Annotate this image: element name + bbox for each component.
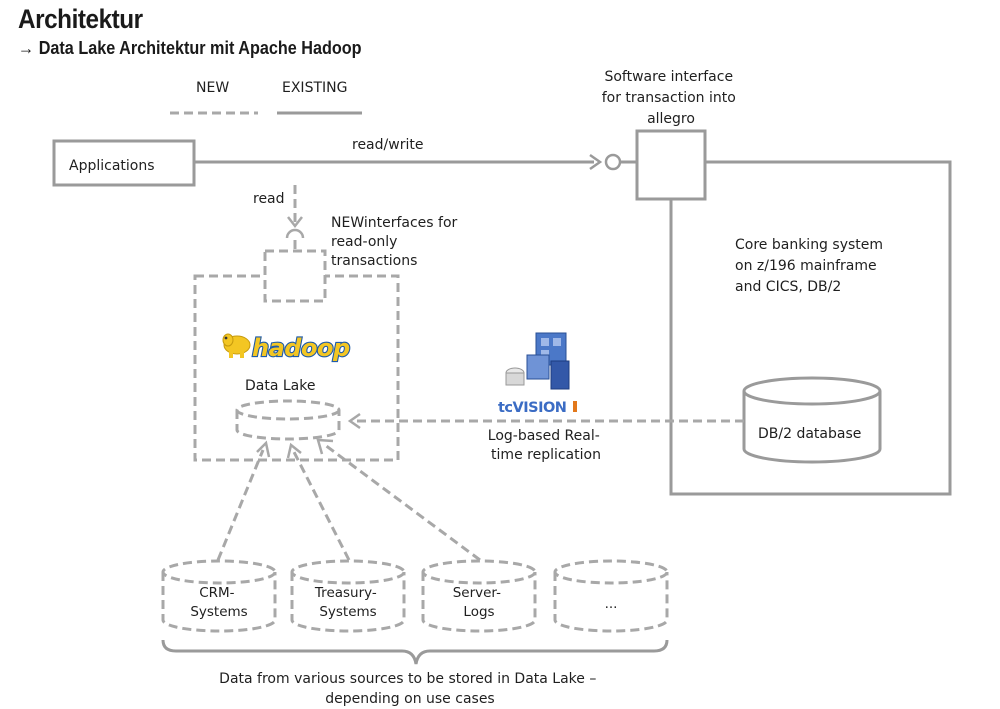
crm-arrowhead (256, 440, 271, 458)
server-logs-to-lake-edge (324, 443, 481, 562)
db2-database-label: DB/2 database (758, 426, 861, 442)
replication-arrowhead (347, 412, 361, 430)
treasury-arrowhead (286, 442, 302, 459)
core-banking-label: Core banking system on z/196 mainframe a… (735, 237, 887, 295)
source-crm-systems: CRM- Systems (161, 559, 277, 633)
new-interface-node (263, 249, 327, 303)
hadoop-logo: hadoop (222, 333, 352, 363)
page-subtitle: → Data Lake Architektur mit Apache Hadoo… (18, 38, 362, 58)
legend-new-label: NEW (196, 80, 229, 96)
software-interface-socket (604, 153, 622, 171)
source-other: ... (553, 559, 669, 633)
tcvision-logo: tcVISION (498, 332, 577, 416)
svg-text:Server- Logs: Server- Logs (453, 585, 506, 620)
svg-text:...: ... (605, 596, 618, 612)
replication-label: Log-based Real- time replication (488, 428, 604, 463)
read-socket (285, 228, 305, 239)
applications-label: Applications (69, 158, 155, 174)
data-lake-label: Data Lake (245, 378, 315, 394)
treasury-to-lake-edge (292, 451, 351, 561)
core-banking-node (669, 160, 952, 496)
source-server-logs: Server- Logs (421, 559, 537, 633)
read-label: read (253, 191, 285, 207)
source-treasury-systems: Treasury- Systems (290, 559, 406, 633)
software-interface-label: Software interface for transaction into … (602, 69, 741, 127)
data-lake-store (235, 399, 341, 441)
crm-to-lake-edge (216, 449, 265, 561)
legend-existing-label: EXISTING (282, 80, 347, 96)
read-write-arrowhead (589, 153, 603, 171)
read-write-label: read/write (352, 137, 423, 153)
footer-note: Data from various sources to be stored i… (219, 671, 601, 707)
svg-text:CRM- Systems: CRM- Systems (190, 585, 247, 620)
svg-text:Treasury- Systems: Treasury- Systems (314, 585, 381, 620)
new-interfaces-label: NEWinterfaces for read-only transactions (331, 215, 462, 269)
server-logs-arrowhead (316, 438, 334, 455)
svg-text:hadoop: hadoop (252, 334, 350, 362)
page-title: Architektur (18, 4, 143, 34)
db2-database-node (742, 376, 882, 464)
read-arrowhead (287, 216, 303, 229)
svg-text:tcVISION: tcVISION (498, 400, 566, 416)
sources-brace (161, 639, 669, 665)
software-interface-node (635, 129, 707, 201)
